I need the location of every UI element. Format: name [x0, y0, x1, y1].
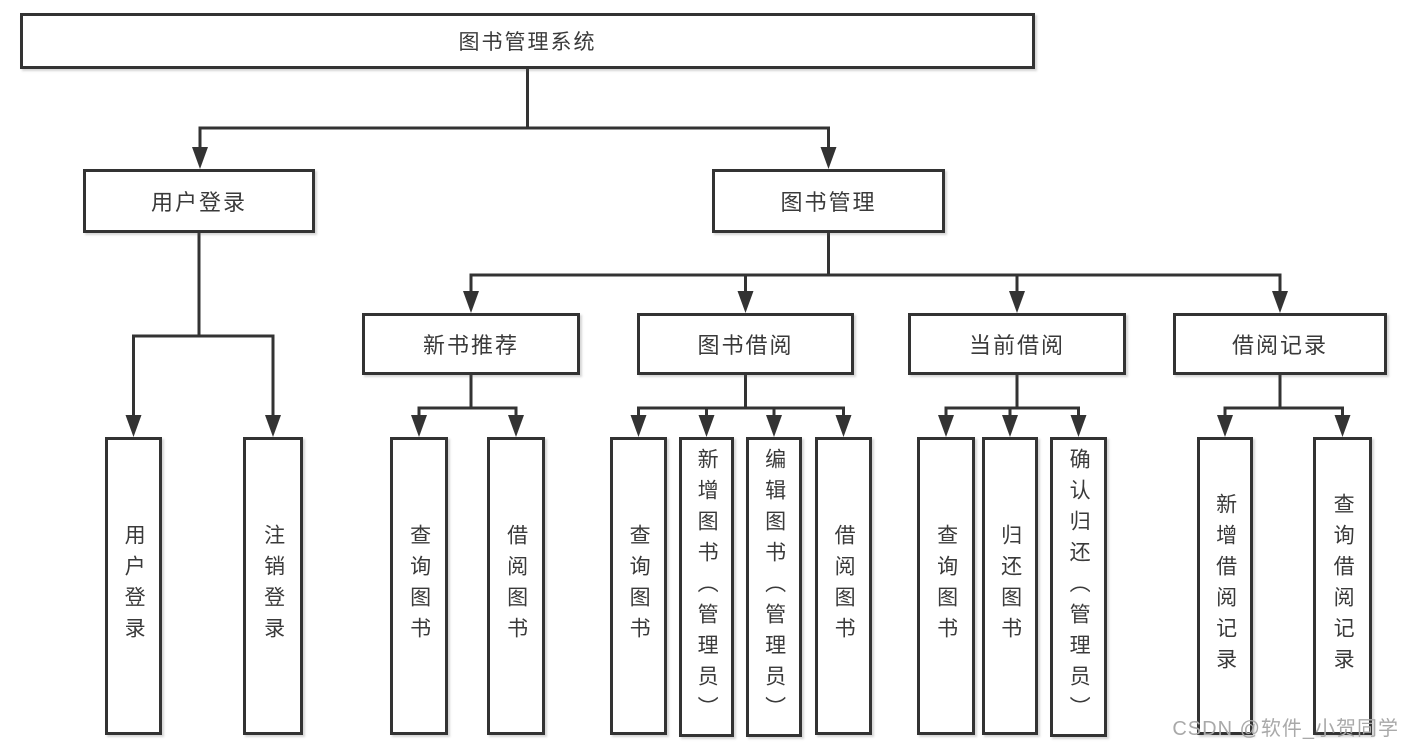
leaf-current-query-book: 查询图书 [917, 437, 975, 735]
node-label: 图书管理系统 [458, 31, 597, 54]
node-label: 归还图书 [998, 524, 1022, 648]
node-label: 用户登录 [150, 190, 247, 215]
node-label: 注销登录 [261, 524, 285, 648]
node-label: 新增借阅记录 [1213, 493, 1237, 679]
node-book-management: 图书管理 [712, 169, 945, 233]
node-label: 编辑图书（管理员） [762, 447, 786, 727]
node-user-login: 用户登录 [83, 169, 315, 233]
node-label: 新增图书（管理员） [695, 447, 719, 727]
leaf-current-confirm-return-admin: 确认归还（管理员） [1050, 437, 1107, 737]
node-label: 确认归还（管理员） [1067, 447, 1091, 727]
watermark: CSDN @软件_小贺同学 [1172, 718, 1399, 740]
node-label: 借阅图书 [832, 524, 856, 648]
leaf-record-query: 查询借阅记录 [1313, 437, 1372, 735]
node-book-borrow: 图书借阅 [637, 313, 854, 375]
node-label: 借阅记录 [1231, 333, 1328, 358]
node-label: 用户登录 [122, 524, 146, 648]
node-label: 查询图书 [407, 524, 431, 648]
leaf-borrow-edit-book-admin: 编辑图书（管理员） [746, 437, 802, 737]
leaf-borrow-query-book: 查询图书 [610, 437, 667, 735]
node-label: 查询图书 [627, 524, 651, 648]
node-current-borrow: 当前借阅 [908, 313, 1126, 375]
node-label: 查询图书 [934, 524, 958, 648]
node-label: 图书借阅 [697, 333, 794, 358]
leaf-logout: 注销登录 [243, 437, 303, 735]
node-label: 新书推荐 [422, 333, 519, 358]
node-borrow-records: 借阅记录 [1173, 313, 1387, 375]
leaf-user-login: 用户登录 [105, 437, 162, 735]
node-new-book-recommend: 新书推荐 [362, 313, 580, 375]
node-label: 查询借阅记录 [1331, 493, 1355, 679]
leaf-borrow-add-book-admin: 新增图书（管理员） [679, 437, 734, 737]
leaf-current-return-book: 归还图书 [982, 437, 1038, 735]
node-label: 借阅图书 [504, 524, 528, 648]
leaf-borrow-borrow-book: 借阅图书 [815, 437, 872, 735]
leaf-newbook-query: 查询图书 [390, 437, 448, 735]
node-label: 当前借阅 [968, 333, 1065, 358]
leaf-newbook-borrow: 借阅图书 [487, 437, 545, 735]
leaf-record-add: 新增借阅记录 [1197, 437, 1253, 735]
arrowheads [125, 147, 1351, 437]
node-label: 图书管理 [780, 190, 877, 215]
node-library-system: 图书管理系统 [20, 13, 1035, 69]
